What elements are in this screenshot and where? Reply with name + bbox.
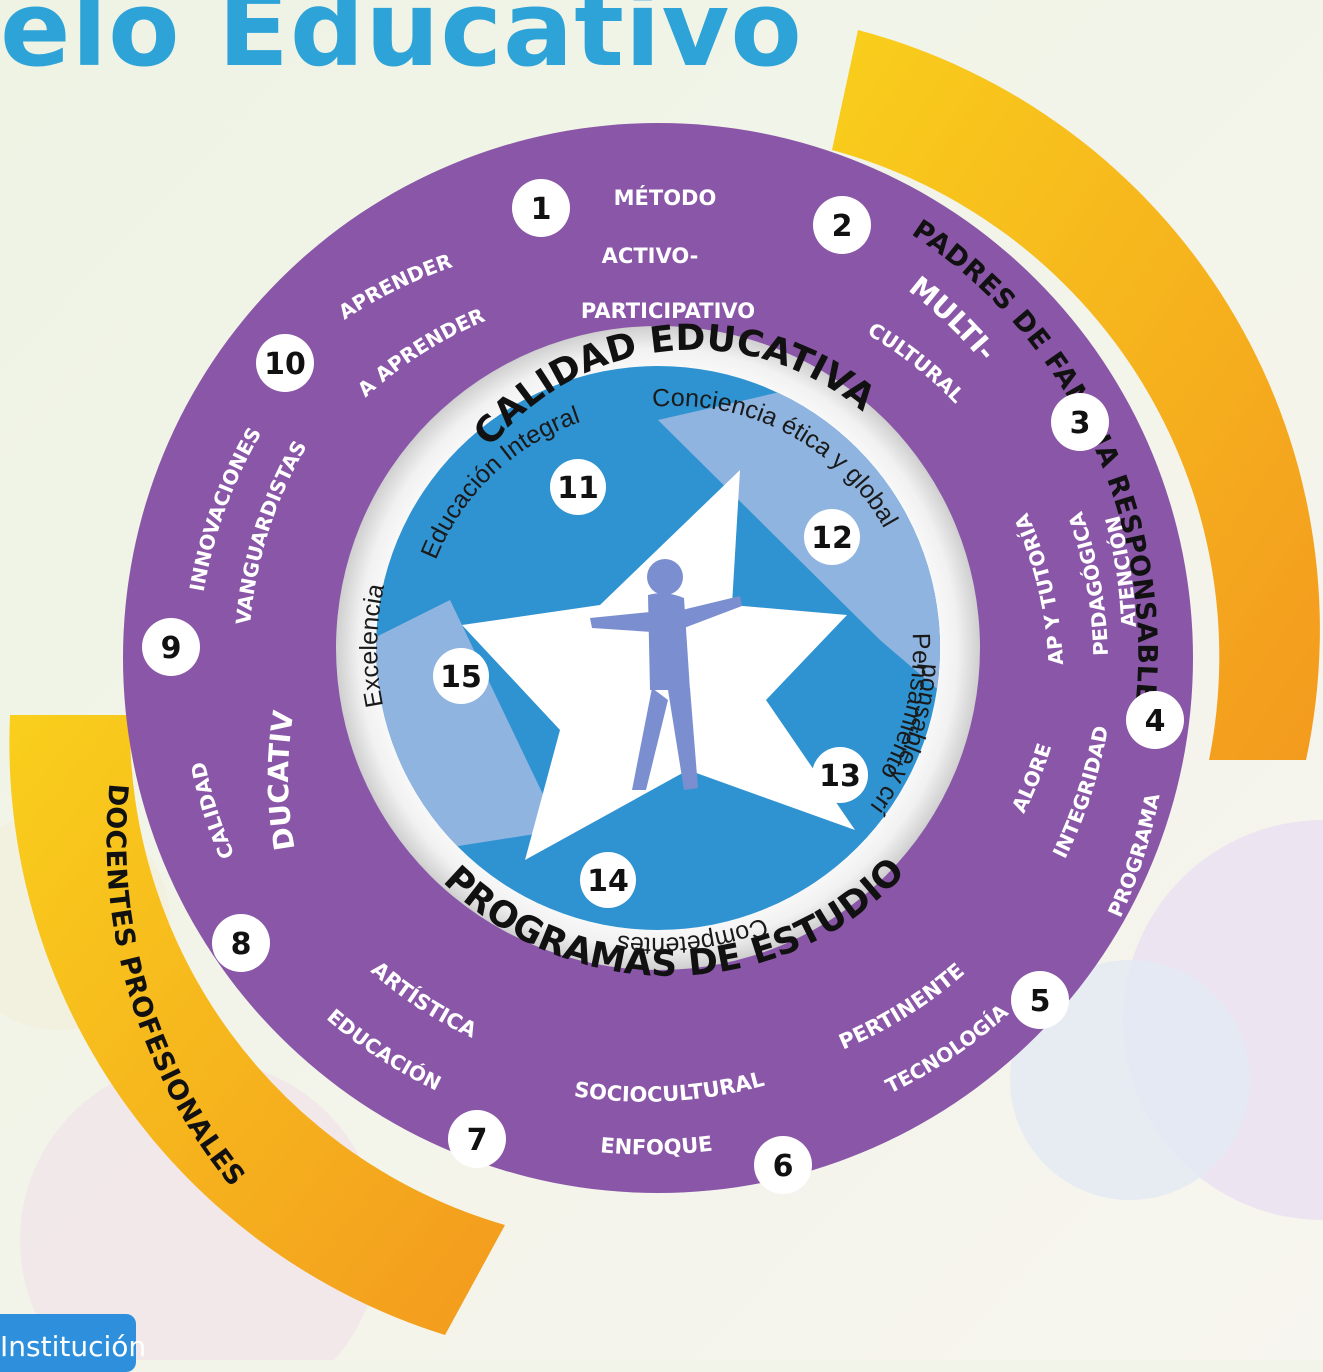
pillar-1-line-2: ACTIVO- xyxy=(602,244,699,268)
star-11-number: 11 xyxy=(557,471,599,506)
pillar-2-number: 2 xyxy=(832,209,853,244)
star-15-number: 15 xyxy=(440,660,482,695)
pillar-5-number: 5 xyxy=(1030,984,1051,1019)
star-14-number: 14 xyxy=(587,864,629,899)
svg-text:ENFOQUE: ENFOQUE xyxy=(599,1132,713,1160)
star-12-number: 12 xyxy=(811,521,853,556)
pillar-1-line-3: PARTICIPATIVO xyxy=(581,299,755,323)
pillar-4-number: 4 xyxy=(1145,704,1166,739)
pillar-7-badge: 7 xyxy=(448,1110,506,1168)
star-13-number: 13 xyxy=(819,759,861,794)
page-title: elo Educativo xyxy=(0,0,803,90)
child-silhouette xyxy=(590,559,742,790)
star-14-badge: 14 xyxy=(580,852,636,908)
star-15-badge: 15 xyxy=(433,648,489,704)
institucion-tab[interactable]: Institución xyxy=(0,1314,146,1372)
pillar-8-number: 8 xyxy=(231,927,252,962)
pillar-8-badge: 8 xyxy=(212,914,270,972)
pillar-9-badge: 9 xyxy=(142,618,200,676)
pillar-7-number: 7 xyxy=(467,1123,488,1158)
pillar-10-badge: 10 xyxy=(256,334,314,392)
pillar-4-badge: 4 xyxy=(1126,691,1184,749)
pillar-3-badge: 3 xyxy=(1051,393,1109,451)
institucion-tab-label: Institución xyxy=(0,1330,147,1363)
pillar-6-line-1: ENFOQUE xyxy=(599,1132,713,1160)
pillar-9-number: 9 xyxy=(161,631,182,666)
padres-band xyxy=(832,30,1320,760)
pillar-1-badge: 1 xyxy=(512,179,570,237)
pillar-1-number: 1 xyxy=(531,192,552,227)
star-11-badge: 11 xyxy=(550,459,606,515)
pillar-6-number: 6 xyxy=(773,1149,794,1184)
pillar-6-badge: 6 xyxy=(754,1136,812,1194)
pillar-3-number: 3 xyxy=(1070,406,1091,441)
star-12-badge: 12 xyxy=(804,509,860,565)
pillar-10-number: 10 xyxy=(264,347,306,382)
star-13-badge: 13 xyxy=(812,747,868,803)
docentes-band xyxy=(9,715,506,1335)
pillar-5-badge: 5 xyxy=(1011,971,1069,1029)
pillar-1-line-1: MÉTODO xyxy=(614,185,717,210)
pillar-2-badge: 2 xyxy=(813,196,871,254)
